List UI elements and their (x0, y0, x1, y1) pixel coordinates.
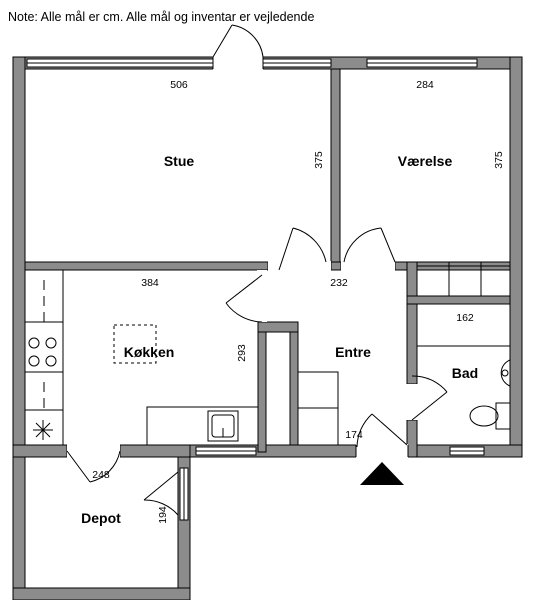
room-name-stue: Stue (164, 153, 195, 169)
entre-closet (297, 371, 339, 446)
room-name-bad: Bad (452, 365, 478, 381)
stove-icon (28, 337, 57, 367)
dim-stue-width: 506 (170, 79, 188, 91)
toilet-icon (469, 402, 511, 430)
fan-icon (33, 420, 53, 440)
dim-stue-depth: 375 (313, 151, 325, 169)
dim-koekken-depth: 293 (236, 344, 248, 362)
dim-depot-depth: 194 (157, 506, 169, 524)
room-labels: Stue Værelse Køkken Entre Bad Depot (81, 153, 478, 526)
wardrobe-vaerelse (416, 261, 511, 297)
kitchen-counter (24, 269, 258, 446)
dim-vaerelse-width: 284 (416, 79, 434, 91)
dim-koekken-width: 384 (141, 277, 159, 289)
doors (66, 24, 448, 516)
room-name-entre: Entre (335, 344, 371, 360)
dim-entre-depth: 174 (345, 429, 363, 441)
plan-note: Note: Alle mål er cm. Alle mål og invent… (8, 10, 314, 24)
dining-table (113, 324, 157, 364)
room-name-vaerelse: Værelse (398, 153, 453, 169)
sink-icon (207, 410, 239, 442)
dim-entre-width: 232 (330, 277, 348, 289)
windows (26, 58, 485, 521)
dim-bad-width: 162 (456, 312, 474, 324)
room-name-depot: Depot (81, 510, 121, 526)
dimensions: 506 375 284 375 384 293 232 174 162 248 … (92, 79, 505, 524)
dim-depot-width: 248 (92, 469, 110, 481)
bath-sink-icon (500, 359, 511, 387)
entrance-arrow-icon (360, 462, 404, 485)
dim-vaerelse-depth: 375 (493, 151, 505, 169)
room-name-koekken: Køkken (124, 344, 175, 360)
